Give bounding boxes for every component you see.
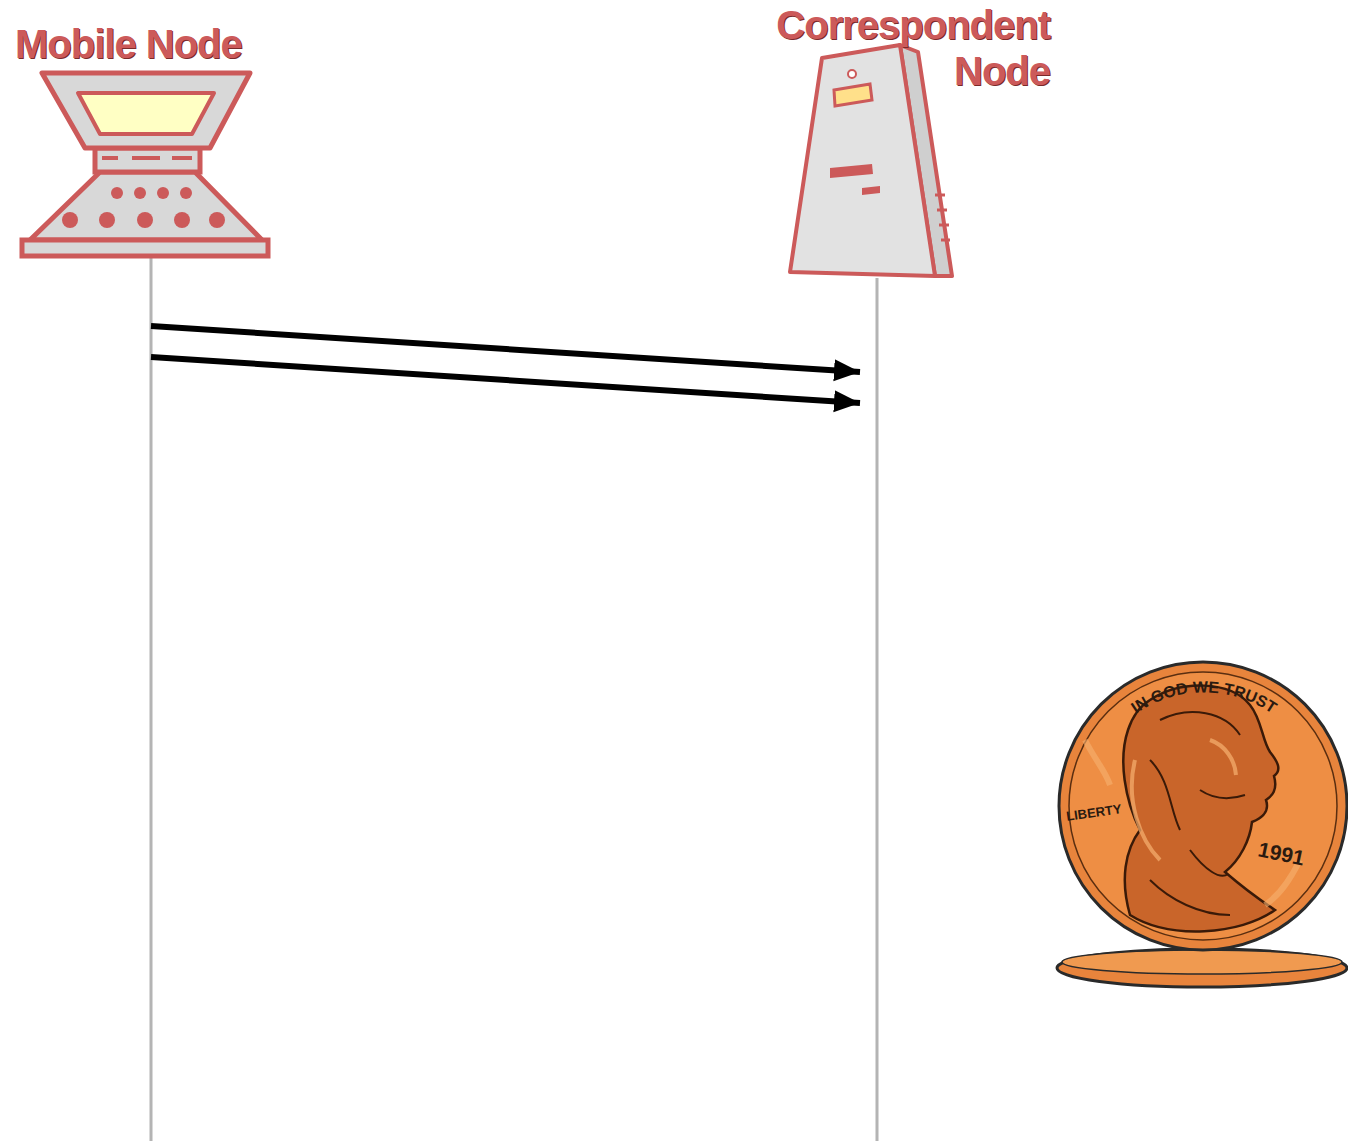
coin-motto: IN GOD WE TRUST — [1128, 678, 1280, 716]
lifeline — [876, 278, 879, 1141]
lifeline-node: Correspondent Node — [690, 0, 1052, 282]
message-arrow — [151, 357, 860, 403]
penny-illustration — [1057, 662, 1347, 987]
coin-motto: IN GOD WE TRUST — [1128, 678, 1280, 716]
node-title: Correspondent Node — [694, 2, 1050, 94]
node-title: Mobile Node — [15, 18, 277, 70]
lifeline — [150, 258, 153, 1141]
lifeline-node: Mobile Node — [15, 18, 273, 260]
